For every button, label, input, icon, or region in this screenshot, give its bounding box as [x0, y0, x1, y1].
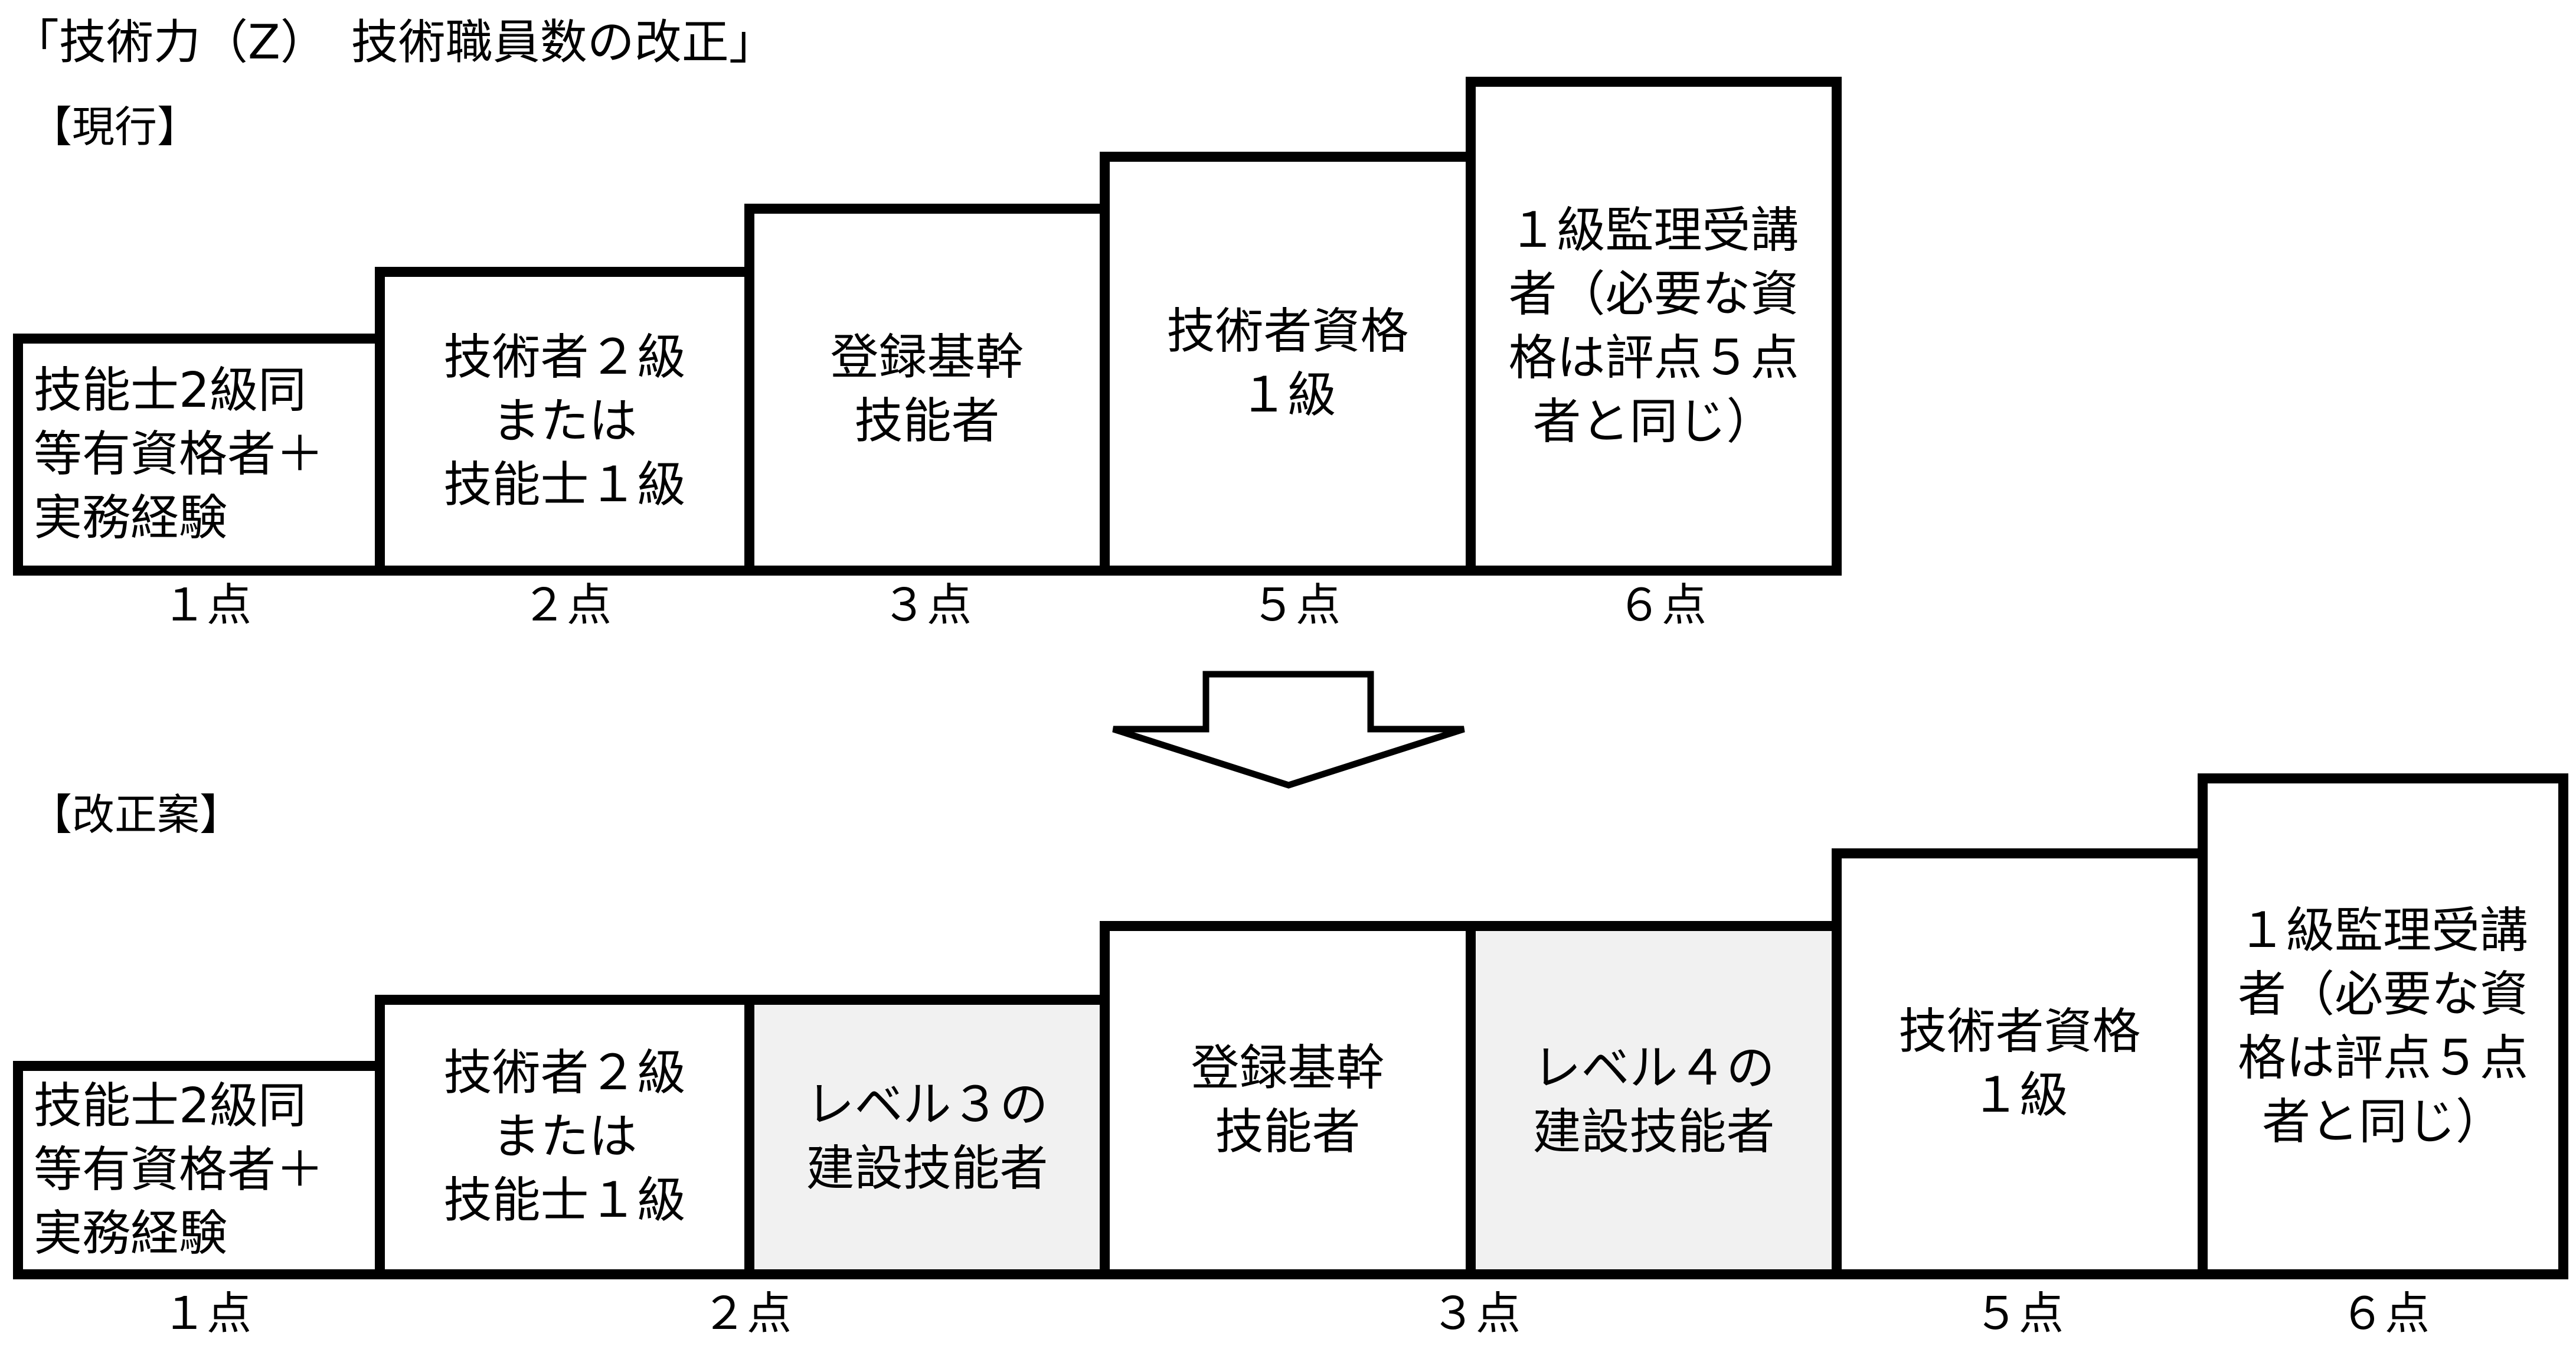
current-box-5: １級監理受講 者（必要な資 格は評点５点 者と同じ）	[1466, 77, 1842, 576]
proposed-box-4-text: 登録基幹 技能者	[1191, 1040, 1385, 1160]
proposed-box-6-text: 技術者資格 １級	[1898, 1004, 2141, 1123]
current-box-3: 登録基幹 技能者	[744, 204, 1110, 576]
current-box-1-text: 技能士2級同 等有資格者＋ 実務経験	[34, 362, 325, 546]
proposed-point-4: ５点	[1974, 1287, 2064, 1340]
proposed-box-1: 技能士2級同 等有資格者＋ 実務経験	[13, 1061, 385, 1279]
current-point-2: ２点	[522, 579, 612, 631]
proposed-box-5: レベル４の 建設技能者	[1466, 921, 1842, 1279]
proposed-point-1: １点	[162, 1287, 251, 1340]
proposed-box-7-text: １級監理受講 者（必要な資 格は評点５点 者と同じ）	[2237, 902, 2528, 1150]
proposed-box-6: 技術者資格 １級	[1832, 848, 2208, 1279]
proposed-box-1-text: 技能士2級同 等有資格者＋ 実務経験	[34, 1078, 325, 1262]
proposed-heading: 【改正案】	[30, 790, 243, 840]
proposed-box-4: 登録基幹 技能者	[1100, 921, 1476, 1279]
proposed-box-2-text: 技術者２級 または 技能士１級	[443, 1045, 686, 1229]
proposed-point-2: ２点	[702, 1287, 792, 1340]
current-box-5-text: １級監理受講 者（必要な資 格は評点５点 者と同じ）	[1508, 202, 1799, 450]
current-box-2-text: 技術者２級 または 技能士１級	[443, 329, 686, 513]
current-point-3: ３点	[882, 579, 972, 631]
current-heading: 【現行】	[30, 102, 200, 152]
current-box-4-text: 技術者資格 １級	[1166, 303, 1409, 423]
current-box-4: 技術者資格 １級	[1100, 152, 1476, 576]
proposed-box-5-text: レベル４の 建設技能者	[1532, 1040, 1775, 1160]
proposed-point-5: ６点	[2340, 1287, 2430, 1340]
proposed-point-3: ３点	[1431, 1287, 1521, 1340]
proposed-box-3: レベル３の 建設技能者	[744, 995, 1110, 1279]
proposed-box-3-text: レベル３の 建設技能者	[806, 1077, 1048, 1197]
current-box-2: 技術者２級 または 技能士１級	[375, 267, 754, 576]
current-point-1: １点	[162, 579, 251, 631]
page-title: 「技術力（Z） 技術職員数の改正」	[12, 15, 776, 70]
proposed-box-7: １級監理受講 者（必要な資 格は評点５点 者と同じ）	[2198, 773, 2568, 1279]
current-point-5: ６点	[1617, 579, 1707, 631]
proposed-box-2: 技術者２級 または 技能士１級	[375, 995, 754, 1279]
current-box-3-text: 登録基幹 技能者	[830, 329, 1024, 449]
current-box-1: 技能士2級同 等有資格者＋ 実務経験	[13, 334, 385, 576]
current-point-4: ５点	[1251, 579, 1341, 631]
